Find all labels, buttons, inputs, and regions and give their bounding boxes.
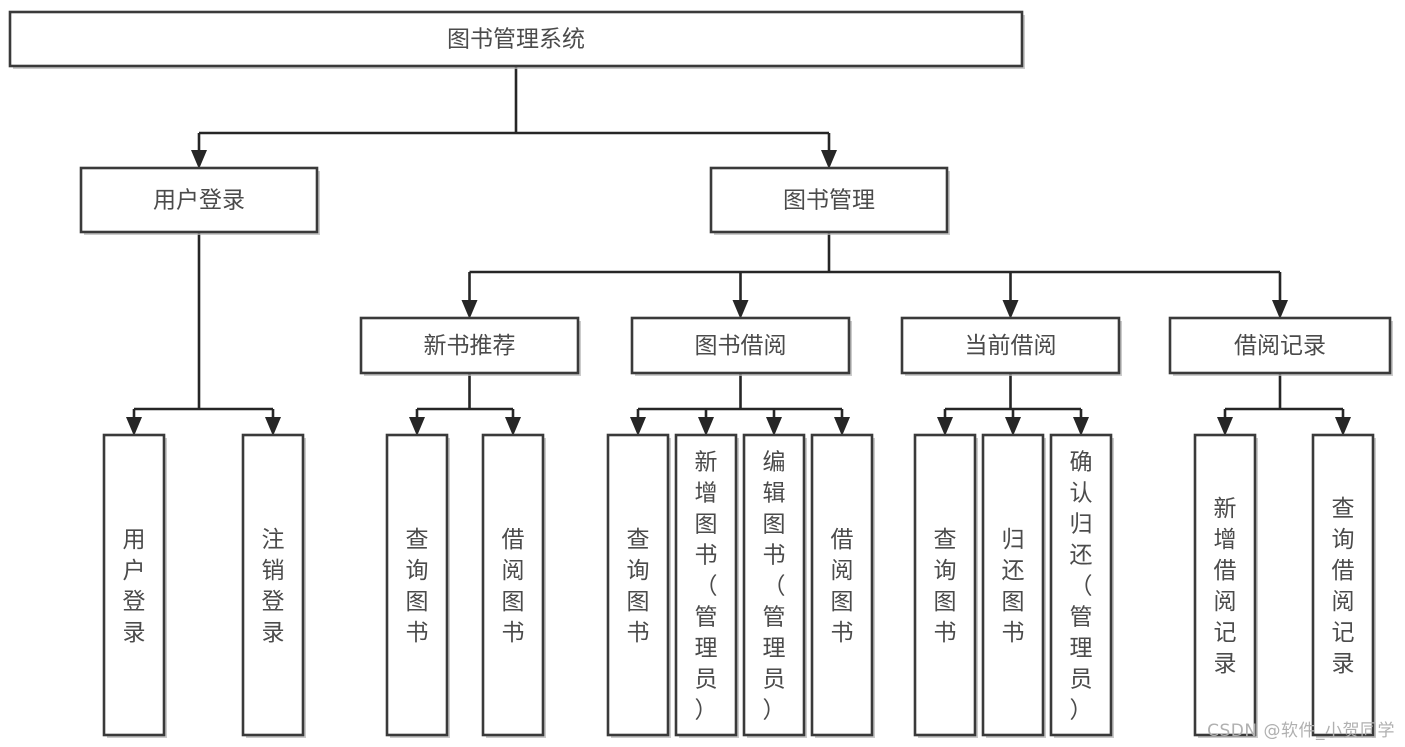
arrow-head-icon [1335,417,1351,436]
arrow-head-icon [937,417,953,436]
node-label: 查询借阅记录 [1332,496,1355,677]
node-leaf-2[interactable]: 注销登录 [241,433,306,738]
node-label: 注销登录 [262,527,285,646]
node-user-login[interactable]: 用户登录 [79,166,320,235]
node-leaf-5[interactable]: 查询图书 [606,433,671,738]
node-label: 新增图书（管理员） [695,450,718,724]
node-leaf-11[interactable]: 确认归还（管理员） [1049,433,1114,738]
connector-group-e-newrec [409,373,521,436]
node-box[interactable] [810,433,874,737]
arrow-head-icon [1073,417,1089,436]
node-leaf-9[interactable]: 查询图书 [913,433,978,738]
node-label: 新增借阅记录 [1214,496,1237,677]
node-leaf-4[interactable]: 借阅图书 [481,433,546,738]
node-label: 查询图书 [627,527,650,646]
node-leaf-13[interactable]: 查询借阅记录 [1311,433,1376,738]
node-box[interactable] [1193,433,1257,737]
arrow-head-icon [1272,300,1288,319]
node-box[interactable] [900,316,1121,375]
arrow-head-icon [126,417,142,436]
connector-group-e-borrow [630,373,850,436]
connector-group-e-records [1217,373,1351,436]
node-box[interactable] [481,433,545,737]
arrow-head-icon [191,150,207,169]
node-label: 图书管理系统 [447,27,585,53]
node-root[interactable]: 图书管理系统 [8,10,1025,69]
node-box[interactable] [79,166,319,234]
node-new-rec[interactable]: 新书推荐 [359,316,581,376]
arrow-head-icon [1005,417,1021,436]
node-box[interactable] [385,433,449,737]
arrow-head-icon [698,417,714,436]
node-leaf-6[interactable]: 新增图书（管理员） [674,433,739,738]
node-label: 用户登录 [153,188,245,214]
node-label: 编辑图书（管理员） [763,450,786,724]
node-current[interactable]: 当前借阅 [900,316,1122,376]
node-label: 当前借阅 [965,333,1057,359]
node-box[interactable] [630,316,851,375]
arrow-head-icon [834,417,850,436]
arrow-head-icon [732,300,749,319]
node-box[interactable] [1311,433,1375,737]
arrow-head-icon [505,417,521,436]
arrow-head-icon [1217,417,1233,436]
node-label: 借阅记录 [1234,333,1326,359]
arrow-head-icon [265,417,281,436]
node-leaf-7[interactable]: 编辑图书（管理员） [742,433,807,738]
node-label: 图书管理 [783,188,875,214]
node-borrow[interactable]: 图书借阅 [630,316,852,376]
connector-layer [126,66,1351,436]
node-box[interactable] [674,433,738,737]
node-label: 借阅图书 [502,527,525,646]
node-book-mgmt[interactable]: 图书管理 [709,166,950,235]
node-label: 图书借阅 [695,333,787,359]
node-box[interactable] [8,10,1024,68]
node-leaf-1[interactable]: 用户登录 [102,433,167,738]
node-box[interactable] [102,433,166,737]
node-leaf-3[interactable]: 查询图书 [385,433,450,738]
connector-group-e-bookmgmt [461,232,1288,319]
connector-group-e-current [937,373,1089,436]
arrow-head-icon [821,150,837,169]
node-label: 查询图书 [934,527,957,646]
node-box[interactable] [742,433,806,737]
node-box[interactable] [359,316,580,375]
arrow-head-icon [630,417,646,436]
node-records[interactable]: 借阅记录 [1168,316,1393,376]
node-box[interactable] [913,433,977,737]
connector-group-e-login [126,232,281,436]
node-layer: 图书管理系统用户登录图书管理新书推荐图书借阅当前借阅借阅记录用户登录注销登录查询… [8,10,1393,738]
connector-group-e-root [191,66,837,169]
node-label: 借阅图书 [831,527,854,646]
node-box[interactable] [709,166,949,234]
node-label: 归还图书 [1002,527,1025,646]
arrow-head-icon [766,417,782,436]
node-label: 用户登录 [123,527,146,646]
node-box[interactable] [1049,433,1113,737]
arrow-head-icon [461,300,478,319]
node-label: 确认归还（管理员） [1070,450,1093,724]
node-box[interactable] [241,433,305,737]
node-leaf-8[interactable]: 借阅图书 [810,433,875,738]
node-box[interactable] [981,433,1045,737]
arrow-head-icon [409,417,425,436]
node-box[interactable] [606,433,670,737]
node-leaf-10[interactable]: 归还图书 [981,433,1046,738]
node-box[interactable] [1168,316,1392,375]
arrow-head-icon [1002,300,1019,319]
node-label: 新书推荐 [424,333,516,359]
node-label: 查询图书 [406,527,429,646]
node-leaf-12[interactable]: 新增借阅记录 [1193,433,1258,738]
